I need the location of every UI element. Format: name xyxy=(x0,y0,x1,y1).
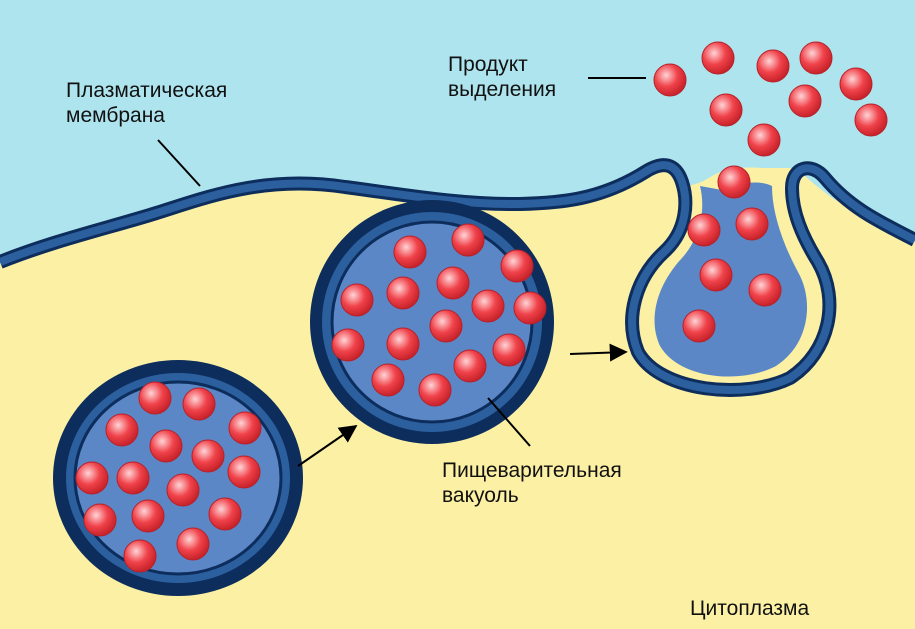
secretion-particle-icon xyxy=(683,310,715,342)
cytoplasm-label: Цитоплазма xyxy=(690,596,809,621)
secretion-product-label-line-2: выделения xyxy=(448,77,556,102)
secretion-particle-icon xyxy=(748,124,780,156)
secretion-particle-icon xyxy=(229,412,261,444)
secretion-particle-icon xyxy=(654,64,686,96)
secretion-particle-icon xyxy=(76,462,108,494)
secretion-particle-icon xyxy=(718,166,750,198)
membrane-label-line-1: Плазматическая xyxy=(66,78,227,103)
secretion-particle-icon xyxy=(452,224,484,256)
secretion-particle-icon xyxy=(800,42,832,74)
secretion-particle-icon xyxy=(514,292,546,324)
secretion-particle-icon xyxy=(855,104,887,136)
secretion-particle-icon xyxy=(710,94,742,126)
secretion-particle-icon xyxy=(840,68,872,100)
secretion-particle-icon xyxy=(177,528,209,560)
secretion-particle-icon xyxy=(341,284,373,316)
secretion-particle-icon xyxy=(209,498,241,530)
secretion-particle-icon xyxy=(700,259,732,291)
secretion-particle-icon xyxy=(472,290,504,322)
secretion-particle-icon xyxy=(394,236,426,268)
secretion-particle-icon xyxy=(372,364,404,396)
secretion-particle-icon xyxy=(430,310,462,342)
secretion-particle-icon xyxy=(139,382,171,414)
secretion-particle-icon xyxy=(702,42,734,74)
digestive-vacuole-label-line-2: вакуоль xyxy=(442,483,622,508)
secretion-particle-icon xyxy=(132,500,164,532)
digestive-vacuole-label-line-1: Пищеварительная xyxy=(442,458,622,483)
secretion-particle-icon xyxy=(789,85,821,117)
secretion-particle-icon xyxy=(106,414,138,446)
digestive-vacuole-label: Пищеварительная вакуоль xyxy=(442,458,622,508)
secretion-particle-icon xyxy=(84,504,116,536)
secretion-product-label: Продукт выделения xyxy=(448,52,556,102)
secretion-particle-icon xyxy=(419,374,451,406)
secretion-particle-icon xyxy=(501,250,533,282)
secretion-particle-icon xyxy=(183,388,215,420)
secretion-particle-icon xyxy=(167,474,199,506)
secretion-particle-icon xyxy=(757,50,789,82)
secretion-particle-icon xyxy=(454,350,486,382)
secretion-particle-icon xyxy=(150,430,182,462)
secretion-particle-icon xyxy=(736,208,768,240)
secretion-particle-icon xyxy=(387,328,419,360)
secretion-particle-icon xyxy=(387,277,419,309)
membrane-label: Плазматическая мембрана xyxy=(66,78,227,128)
secretion-particle-icon xyxy=(117,462,149,494)
secretion-particle-icon xyxy=(437,267,469,299)
secretion-particle-icon xyxy=(688,214,720,246)
secretion-product-label-line-1: Продукт xyxy=(448,52,556,77)
secretion-particle-icon xyxy=(493,334,525,366)
secretion-particle-icon xyxy=(124,540,156,572)
secretion-particle-icon xyxy=(749,274,781,306)
secretion-particle-icon xyxy=(192,440,224,472)
secretion-particle-icon xyxy=(228,456,260,488)
membrane-label-line-2: мембрана xyxy=(66,103,227,128)
secretion-particle-icon xyxy=(332,329,364,361)
